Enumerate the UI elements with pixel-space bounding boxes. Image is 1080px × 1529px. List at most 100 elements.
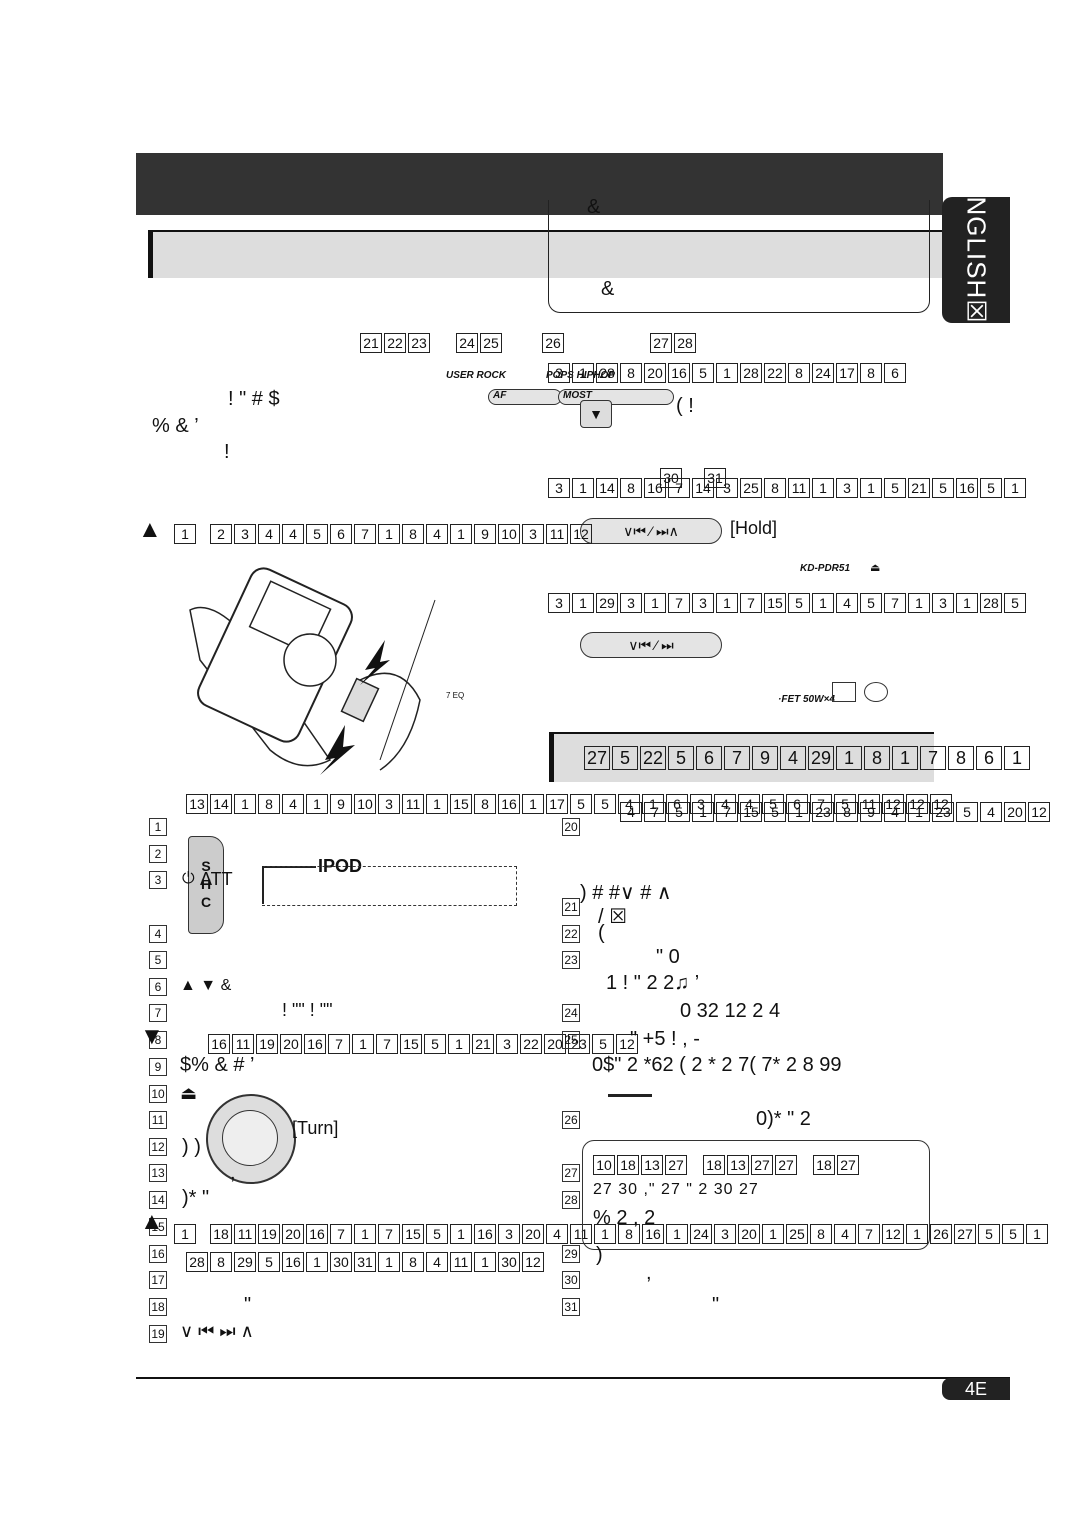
item-7-text: ! "" ! "" — [282, 1000, 333, 1020]
right-line-i: 0)* " 2 — [756, 1108, 811, 1130]
list-number: 30 — [562, 1271, 580, 1289]
disc-logo-icon — [832, 682, 856, 702]
item-13-text: , — [230, 1162, 236, 1184]
callout-line-1: & — [587, 196, 601, 218]
skip-icons: ∨ ⏮ ⏭ ∧ — [180, 1321, 254, 1341]
list-number: 25 — [562, 1031, 580, 1049]
item-12-text: ) ) — [182, 1136, 201, 1158]
list-number: 2 — [149, 845, 167, 863]
list-number: 12 — [149, 1138, 167, 1156]
intro-line-2: % & ’ — [152, 415, 199, 437]
skip-button: ∨⏮ ⁄ ⏭ — [580, 632, 722, 658]
list-number: 23 — [562, 951, 580, 969]
list-number: 9 — [149, 1058, 167, 1076]
callout-box: & & — [548, 196, 930, 313]
ipod-connection-illustration — [189, 567, 436, 775]
right-line-b: / ☒ — [598, 906, 628, 928]
list-number: 11 — [149, 1111, 167, 1129]
right-line-e: 1 ! " 2 2♫ ’ — [606, 972, 700, 994]
item-6-text: ▲ ▼ & — [180, 977, 232, 994]
language-tab-label: NGLISH☒ — [961, 196, 992, 324]
list-number: 14 — [149, 1191, 167, 1209]
marker: 25 — [480, 333, 502, 353]
marker: 24 — [456, 333, 478, 353]
right-line-h: 0$" 2 *62 ( 2 * 2 7( 7* 2 8 99 — [592, 1054, 842, 1076]
list-number: 20 — [562, 818, 580, 836]
right-line-d: " 0 — [656, 946, 680, 968]
callout-line-2: & — [601, 278, 615, 300]
rds-logo-icon — [864, 682, 888, 702]
header-bar — [136, 153, 943, 215]
item-18-text: " — [244, 1294, 252, 1316]
marker: 27 — [650, 333, 672, 353]
list-number: 28 — [562, 1191, 580, 1209]
caption-row-3: % 2 , 2 — [593, 1207, 656, 1229]
af-label: AF — [493, 390, 507, 401]
caption-row-2: 27 30 ," 27 " 2 30 27 — [593, 1181, 759, 1198]
marker: 28 — [674, 333, 696, 353]
volume-dial-center — [222, 1110, 278, 1166]
list-number: 7 — [149, 1004, 167, 1022]
eject-icon: ⏏ — [870, 562, 881, 574]
warning-icon-3: ▲ — [140, 1208, 164, 1235]
cycle-line — [262, 866, 264, 904]
subheader-bar — [148, 230, 946, 278]
top-markers: 21 22 23 24 25 26 27 28 — [360, 333, 696, 353]
eject-icon-left: ⏏ — [180, 1083, 198, 1103]
right-line-a: ) # #∨ # ∧ — [580, 882, 672, 904]
list-number: 22 — [562, 925, 580, 943]
power-icon: ⏻ — [182, 870, 195, 887]
footer-rule — [136, 1377, 1010, 1379]
list-number: 1 — [149, 818, 167, 836]
skip-button-hold: ∨⏮ ⁄ ⏭∧ — [580, 518, 722, 544]
hold-label: [Hold] — [730, 518, 778, 538]
item-9-text: $% & # ’ — [180, 1054, 255, 1076]
mode-cycle-dashed — [262, 866, 517, 906]
marker: 23 — [408, 333, 430, 353]
list-number: 27 — [562, 1164, 580, 1182]
af-pill: AF — [488, 389, 562, 405]
list-number: 15 — [149, 1218, 167, 1236]
right-line-f: 0 32 12 2 4 — [680, 1000, 781, 1022]
most-label: MOST — [563, 390, 592, 401]
model-label: KD-PDR51 — [800, 563, 851, 574]
dash-rule — [608, 1094, 652, 1097]
list-number: 4 — [149, 925, 167, 943]
eq-user-rock-label: USER ROCK — [446, 370, 507, 381]
right-line-j: ) — [596, 1244, 603, 1266]
list-number: 13 — [149, 1164, 167, 1182]
most-pill: MOST — [558, 389, 674, 405]
list-number: 17 — [149, 1271, 167, 1289]
list-number: 3 — [149, 871, 167, 889]
page-number: 4E — [942, 1378, 1010, 1400]
item-14-text: )* " — [182, 1187, 210, 1209]
list-number: 19 — [149, 1325, 167, 1343]
turn-label: [Turn] — [292, 1118, 339, 1138]
list-number: 5 — [149, 951, 167, 969]
list-number: 8 — [149, 1031, 167, 1049]
list-number: 24 — [562, 1004, 580, 1022]
down-arrow-icon: ▼ — [580, 400, 612, 428]
fet-label: ·FET 50W×4 — [778, 694, 835, 705]
list-number: 6 — [149, 978, 167, 996]
list-number: 29 — [562, 1245, 580, 1263]
intro-line-3: ! — [224, 441, 230, 463]
right-note-1: ( ! — [676, 395, 694, 417]
language-tab: NGLISH☒ — [942, 196, 1010, 324]
list-number: 18 — [149, 1298, 167, 1316]
marker: 21 — [360, 333, 382, 353]
eq-pops-hiphop-label: POPS HIPHOP — [546, 370, 615, 381]
right-line-l: " — [712, 1294, 720, 1316]
shc-label: S H C — [200, 858, 212, 910]
marker: 26 — [542, 333, 564, 353]
